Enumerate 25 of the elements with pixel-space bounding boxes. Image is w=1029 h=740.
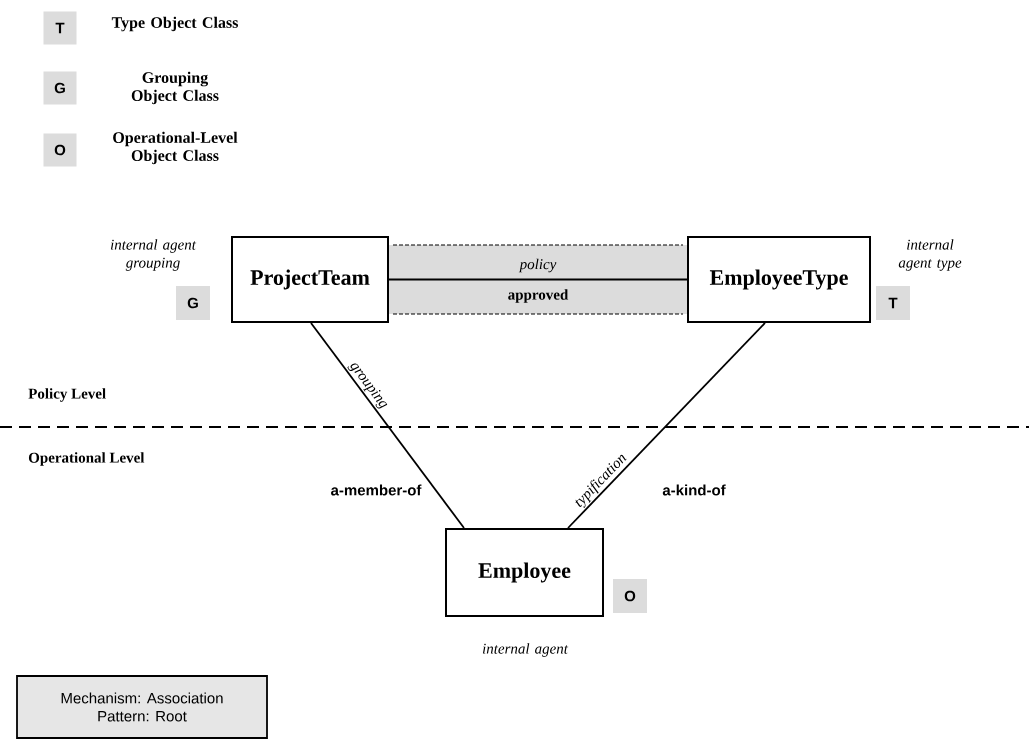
- connector-line: [567, 322, 766, 529]
- stereotype-note: internal agent type: [898, 239, 962, 271]
- legend-text: Grouping Object Class: [131, 71, 219, 105]
- stereotype-note: internal agent grouping: [110, 239, 197, 271]
- letter-badge: T: [876, 286, 910, 320]
- pattern-box: Mechanism: Association Pattern: Root: [16, 675, 268, 739]
- class-box: EmployeeType: [687, 236, 871, 323]
- stereotype-note: internal agent: [482, 643, 569, 657]
- class-box: Employee: [445, 528, 604, 617]
- level-label: Policy Level: [28, 388, 106, 402]
- legend-text: Operational-Level Object Class: [113, 131, 238, 165]
- relation-label: a-member-of: [331, 484, 422, 496]
- legend-text: Type Object Class: [111, 16, 238, 32]
- edge-label: policy: [518, 258, 557, 273]
- connector-line: [388, 278, 688, 281]
- connector-line: [310, 322, 465, 529]
- letter-badge: O: [43, 133, 77, 167]
- letter-badge: O: [613, 579, 647, 613]
- relation-label: a-kind-of: [662, 484, 726, 496]
- association-label: approved: [508, 289, 569, 303]
- letter-badge: G: [43, 71, 77, 105]
- level-label: Operational Level: [28, 452, 145, 466]
- letter-badge: T: [43, 11, 77, 45]
- class-box: ProjectTeam: [231, 236, 389, 323]
- letter-badge: G: [176, 286, 210, 320]
